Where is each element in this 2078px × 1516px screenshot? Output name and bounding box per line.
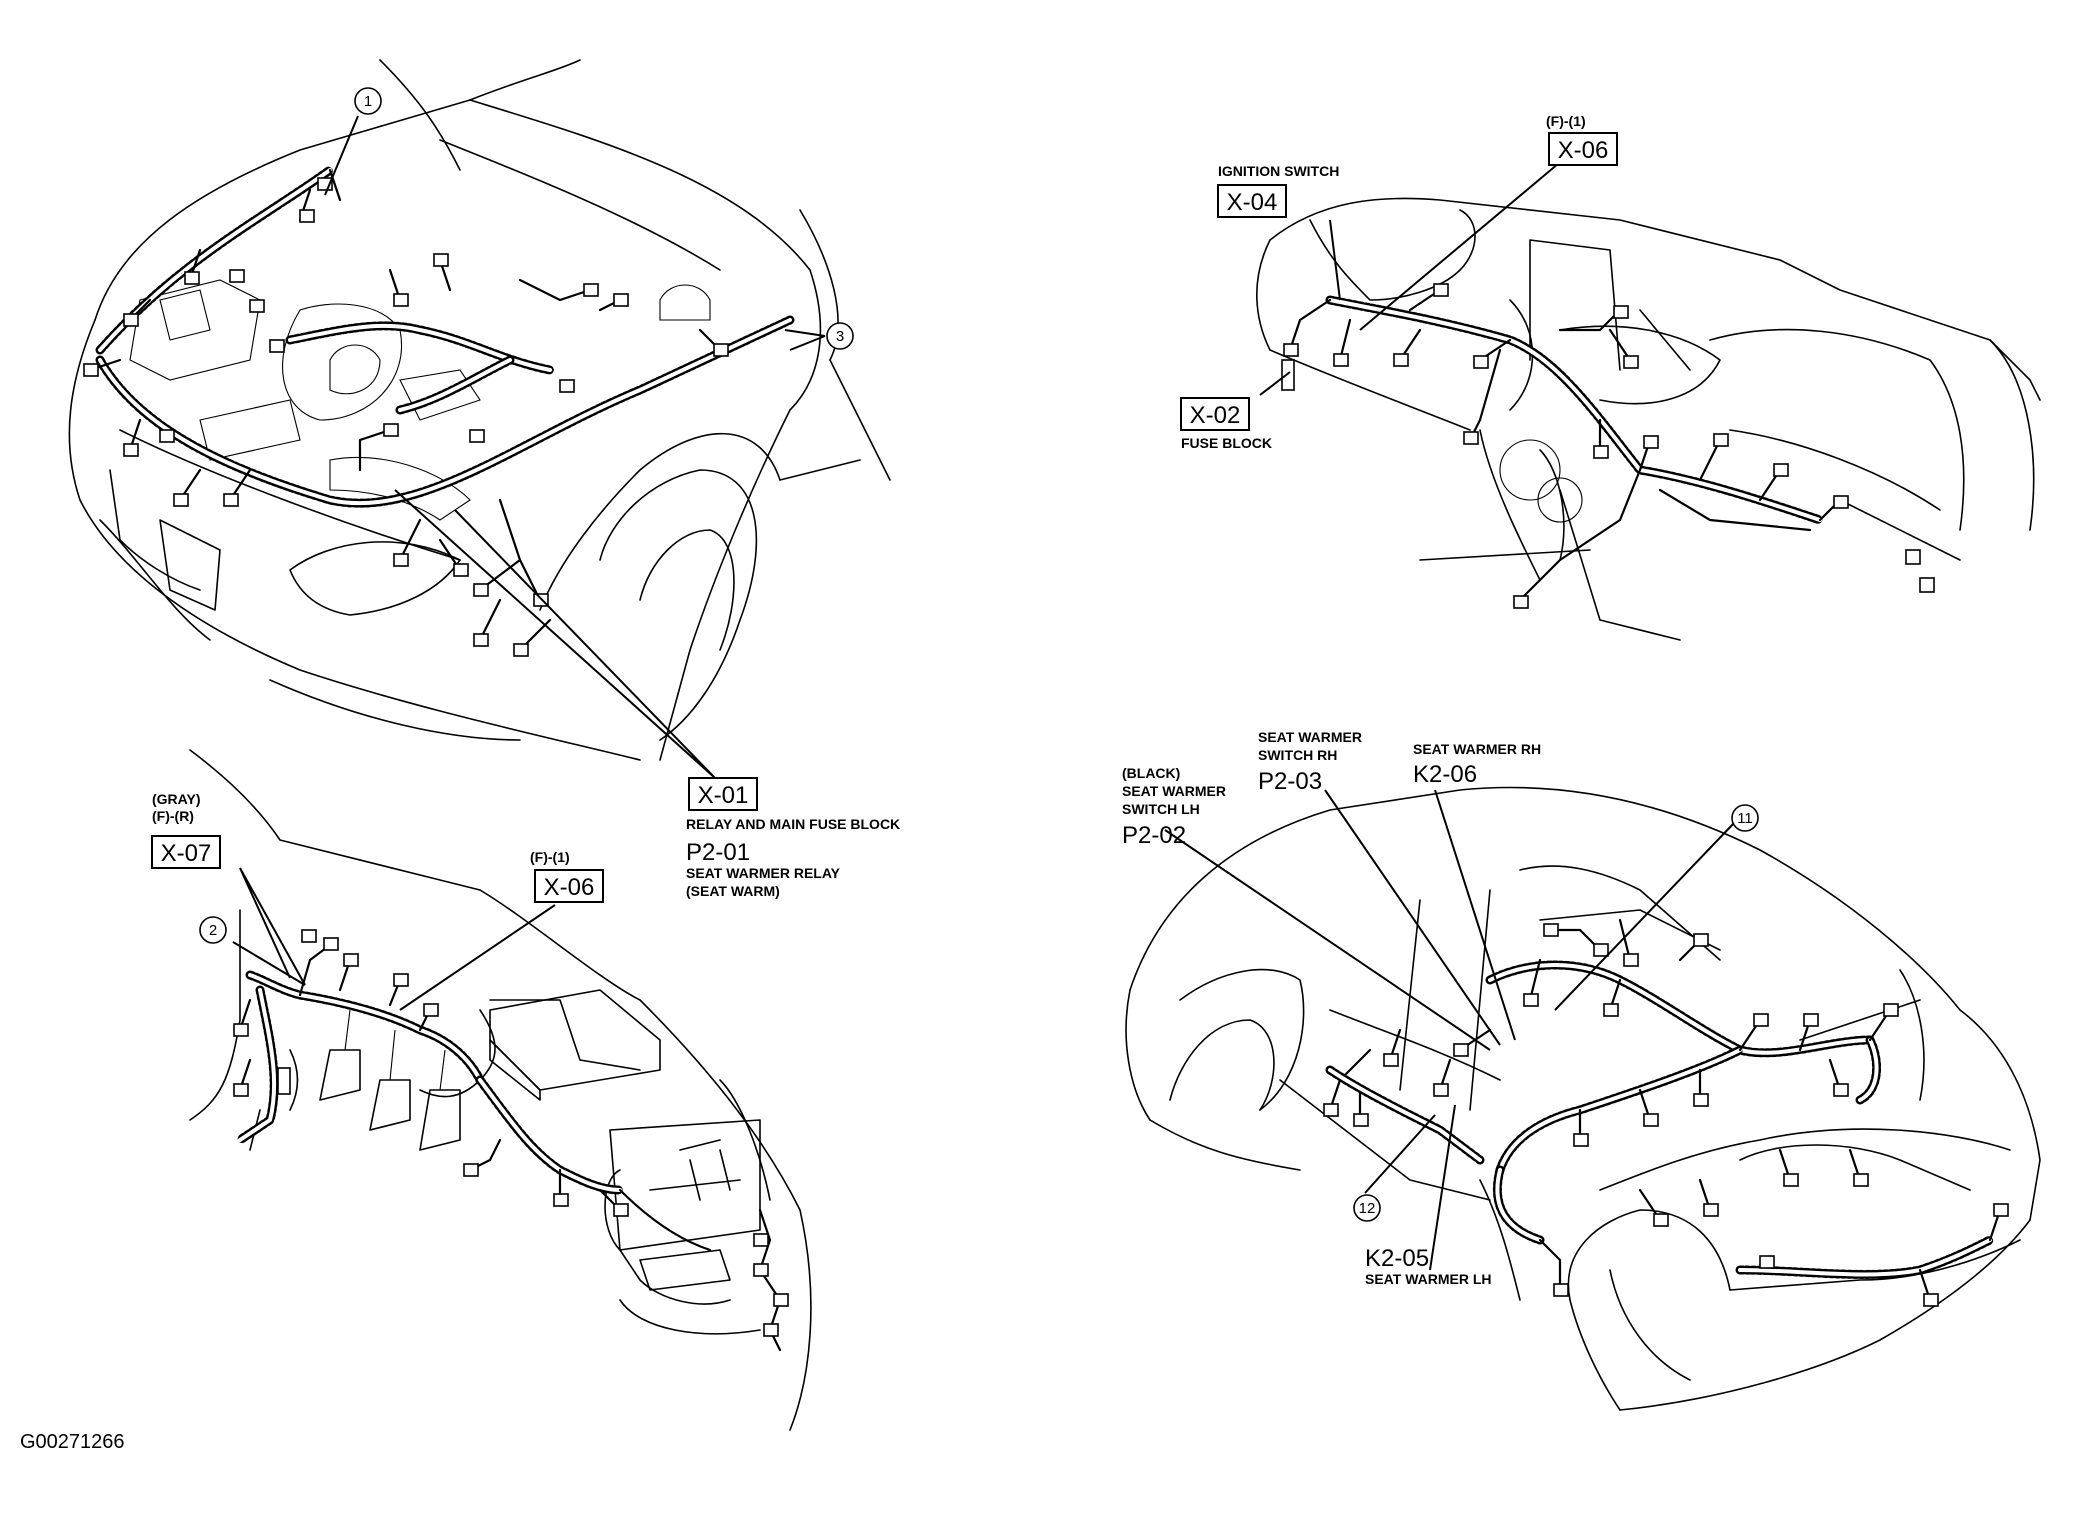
label-fuse-block: FUSE BLOCK <box>1181 435 1272 451</box>
label-seat-warmer-rh-switch-1: SEAT WARMER <box>1258 729 1362 745</box>
svg-text:X-07: X-07 <box>161 840 212 867</box>
label-k2-05: K2-05 <box>1365 1245 1429 1272</box>
label-black: (BLACK) <box>1122 765 1180 781</box>
pedal-area-view: (GRAY) (F)-(R) X-07 (F)-(1) X-06 2 <box>151 749 812 1431</box>
label-ignition-switch: IGNITION SWITCH <box>1218 163 1339 179</box>
label-p2-02: P2-02 <box>1122 822 1186 849</box>
engine-bay-connectors <box>83 177 729 657</box>
label-seat-warmer-lh: SEAT WARMER LH <box>1365 1271 1492 1287</box>
label-relay-main-fuse-block: RELAY AND MAIN FUSE BLOCK <box>686 816 900 832</box>
label-seat-warm: (SEAT WARM) <box>686 883 780 899</box>
callout-2: 2 <box>199 916 227 944</box>
label-x-06-lower: X-06 <box>534 869 604 903</box>
svg-text:X-02: X-02 <box>1190 402 1241 429</box>
figure-id: G00271266 <box>20 1431 125 1453</box>
callout-12: 12 <box>1353 1194 1381 1222</box>
label-ignition-tag: (F)-(1) <box>1546 113 1586 129</box>
engine-bay-view: 1 3 X-01 RELAY AND MAIN FUSE BLOCK P2-01… <box>68 59 900 899</box>
label-seat-warmer-rh: SEAT WARMER RH <box>1413 741 1541 757</box>
label-x-06-top: X-06 <box>1548 132 1618 166</box>
svg-text:2: 2 <box>209 922 217 939</box>
pedal-area-connectors <box>233 929 789 1337</box>
label-x-01: X-01 <box>688 777 758 811</box>
label-seat-warmer-relay: SEAT WARMER RELAY <box>686 865 841 881</box>
rear-body-connectors <box>1323 923 2009 1307</box>
svg-text:11: 11 <box>1737 810 1753 827</box>
callout-1: 1 <box>324 87 382 196</box>
svg-text:12: 12 <box>1359 1200 1376 1217</box>
label-gray: (GRAY) <box>152 791 201 807</box>
label-p2-03: P2-03 <box>1258 768 1322 795</box>
svg-text:1: 1 <box>364 93 372 110</box>
label-p2-01: P2-01 <box>686 839 750 866</box>
svg-text:3: 3 <box>836 328 844 345</box>
label-seat-warmer-lh-switch-2: SWITCH LH <box>1122 801 1200 817</box>
rear-body-view: (BLACK) SEAT WARMER SWITCH LH P2-02 SEAT… <box>1122 729 2041 1411</box>
label-seat-warmer-rh-switch-2: SWITCH RH <box>1258 747 1337 763</box>
svg-text:X-04: X-04 <box>1227 189 1278 216</box>
label-x-07: X-07 <box>151 835 221 869</box>
callout-11: 11 <box>1731 804 1759 832</box>
label-x-04: X-04 <box>1217 184 1287 218</box>
dashboard-connectors <box>1281 283 1935 609</box>
callout-3: 3 <box>784 322 854 351</box>
label-k2-06: K2-06 <box>1413 761 1477 788</box>
svg-text:X-06: X-06 <box>1558 137 1609 164</box>
svg-text:X-01: X-01 <box>698 782 749 809</box>
dashboard-view: (F)-(1) X-06 IGNITION SWITCH X-04 X-02 F… <box>1180 113 2041 641</box>
label-seat-warmer-lh-switch-1: SEAT WARMER <box>1122 783 1226 799</box>
label-f-1-lower: (F)-(1) <box>530 849 570 865</box>
label-x-02: X-02 <box>1180 397 1250 431</box>
label-f-r: (F)-(R) <box>152 808 194 824</box>
svg-text:X-06: X-06 <box>544 874 595 901</box>
